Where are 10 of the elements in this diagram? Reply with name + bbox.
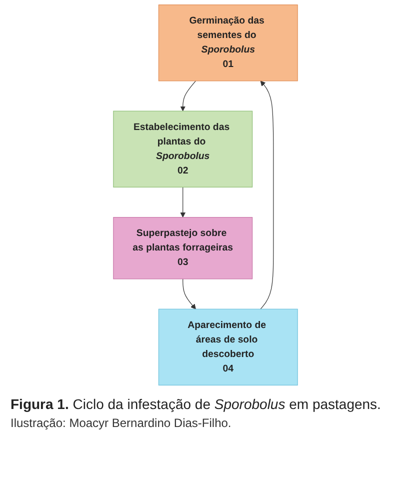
arrow — [180, 186, 186, 218]
arrow — [180, 80, 196, 112]
node-box: Estabelecimento das plantas do Sporobolus 02 — [113, 110, 253, 188]
node-box: Aparecimento de áreas de solo descoberto 04 — [158, 308, 298, 386]
credit-note: Ilustração: Moacyr Bernardino Dias-Filho. — [10, 416, 232, 430]
arrow — [182, 278, 196, 310]
figure-caption: Figura 1. Ciclo da infestação de Sporobolus em pastagens. — [10, 396, 382, 412]
node-box: Superpastejo sobre as plantas forrageiras 03 — [113, 217, 253, 280]
arrow — [260, 80, 274, 310]
node-box: Germinação das sementes do Sporobolus 01 — [158, 4, 298, 82]
